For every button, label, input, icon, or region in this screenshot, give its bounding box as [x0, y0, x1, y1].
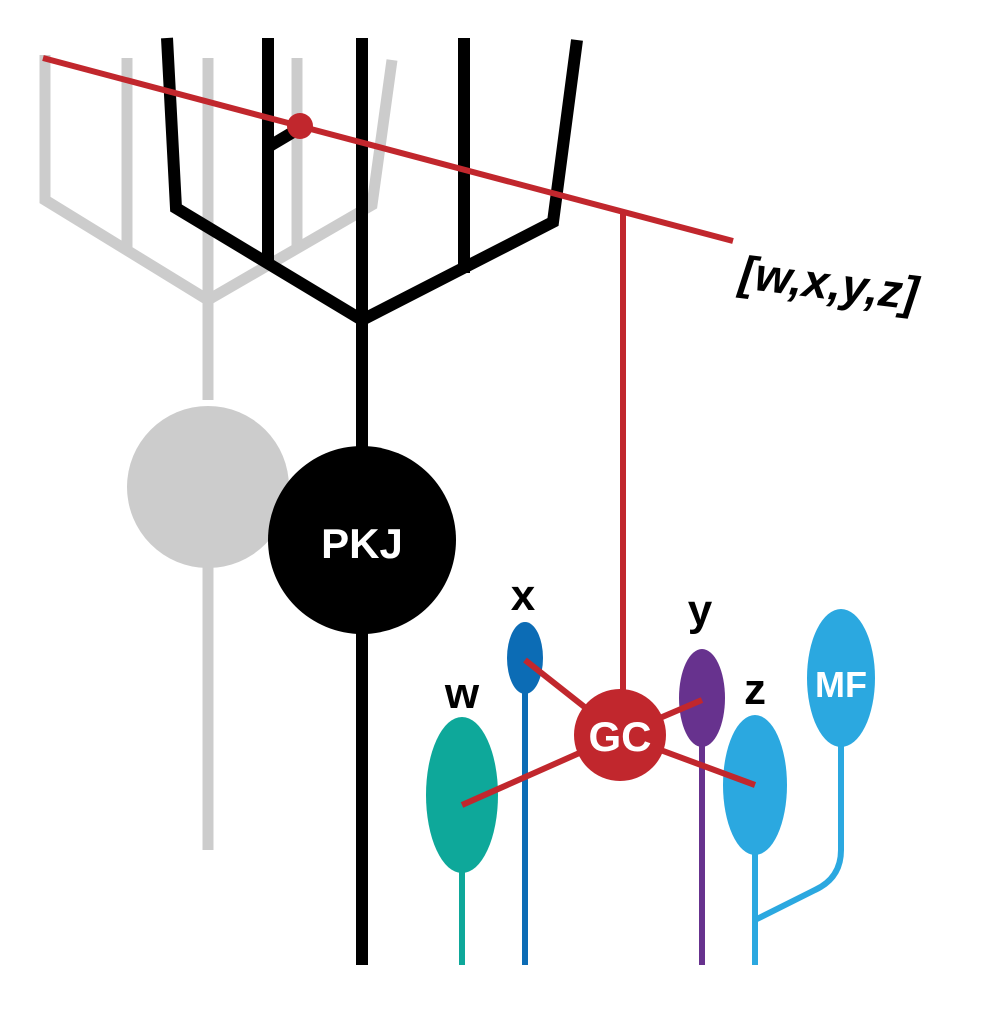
- mossy-fiber-terminal: [807, 609, 875, 747]
- purkinje-right-branch: [359, 39, 583, 326]
- background-purkinje-soma: [127, 406, 289, 568]
- granule-cell-soma: [574, 689, 666, 781]
- input-y-label: y: [688, 586, 713, 635]
- input-y-terminal: [679, 649, 725, 747]
- mossy-fiber-axon: [753, 740, 844, 923]
- parallel-fiber-vector-label: [w,x,y,z]: [735, 245, 923, 320]
- input-fibers: [459, 685, 844, 965]
- purkinje-label: PKJ: [321, 520, 403, 567]
- parallel-fiber: [42, 55, 734, 244]
- input-w-label: w: [444, 669, 480, 718]
- input-x-label: x: [511, 571, 536, 620]
- parallel-fiber-synapse: [287, 113, 313, 139]
- input-z-label: z: [744, 665, 766, 714]
- input-x-terminal: [507, 622, 543, 694]
- mossy-fiber-label: MF: [815, 664, 867, 705]
- input-w-terminal: [426, 717, 498, 873]
- background-purkinje-right-branch: [205, 59, 398, 305]
- purkinje-soma: [268, 446, 456, 634]
- granule-cell-label: GC: [589, 713, 652, 760]
- parallel-fiber-system: [42, 55, 734, 705]
- background-purkinje-cell: [39, 55, 398, 850]
